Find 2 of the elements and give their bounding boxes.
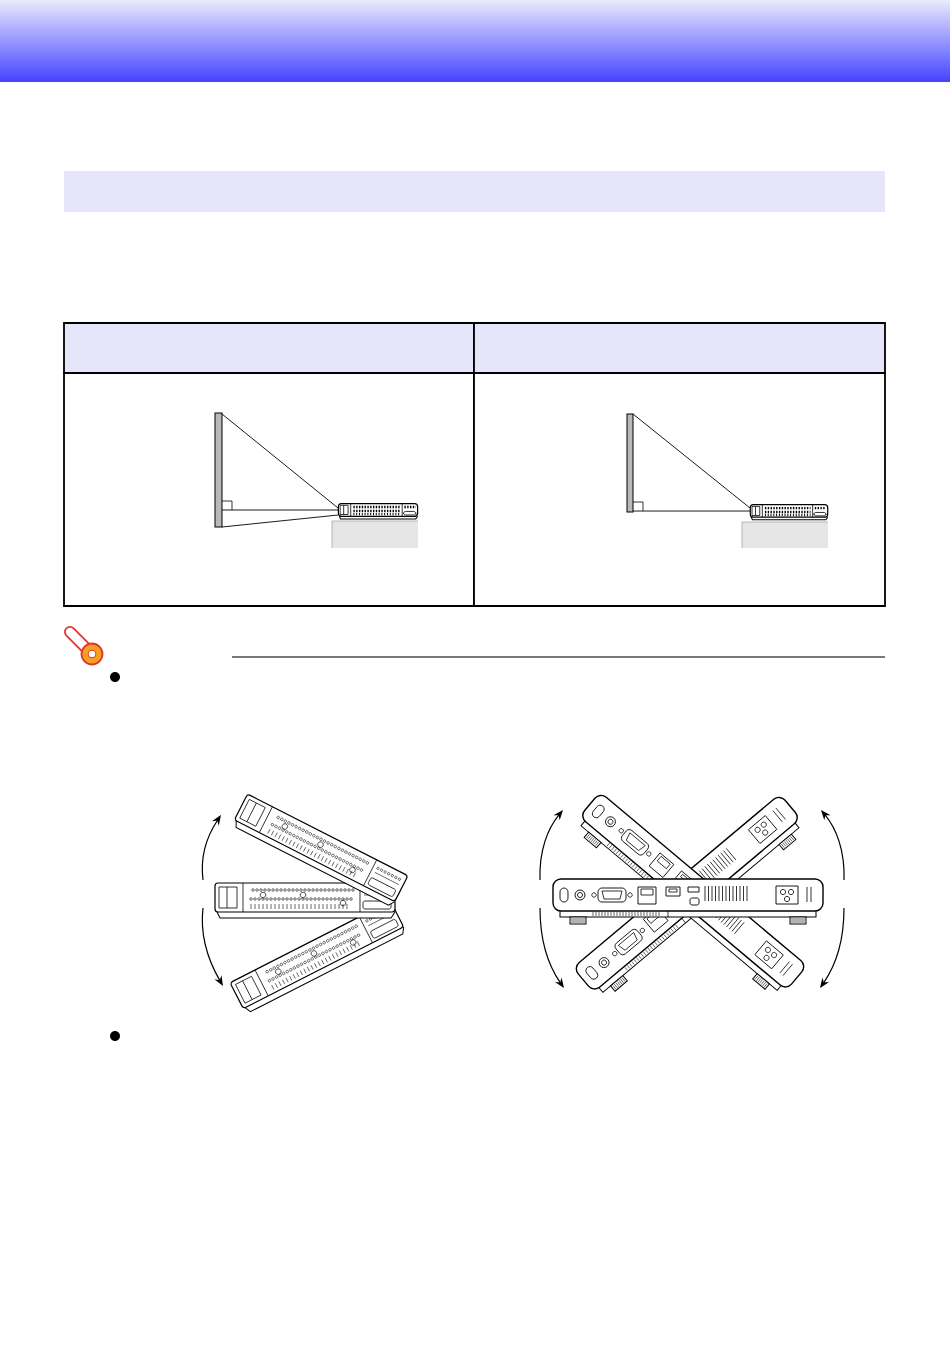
section-band xyxy=(64,171,885,212)
header-banner xyxy=(0,0,950,82)
